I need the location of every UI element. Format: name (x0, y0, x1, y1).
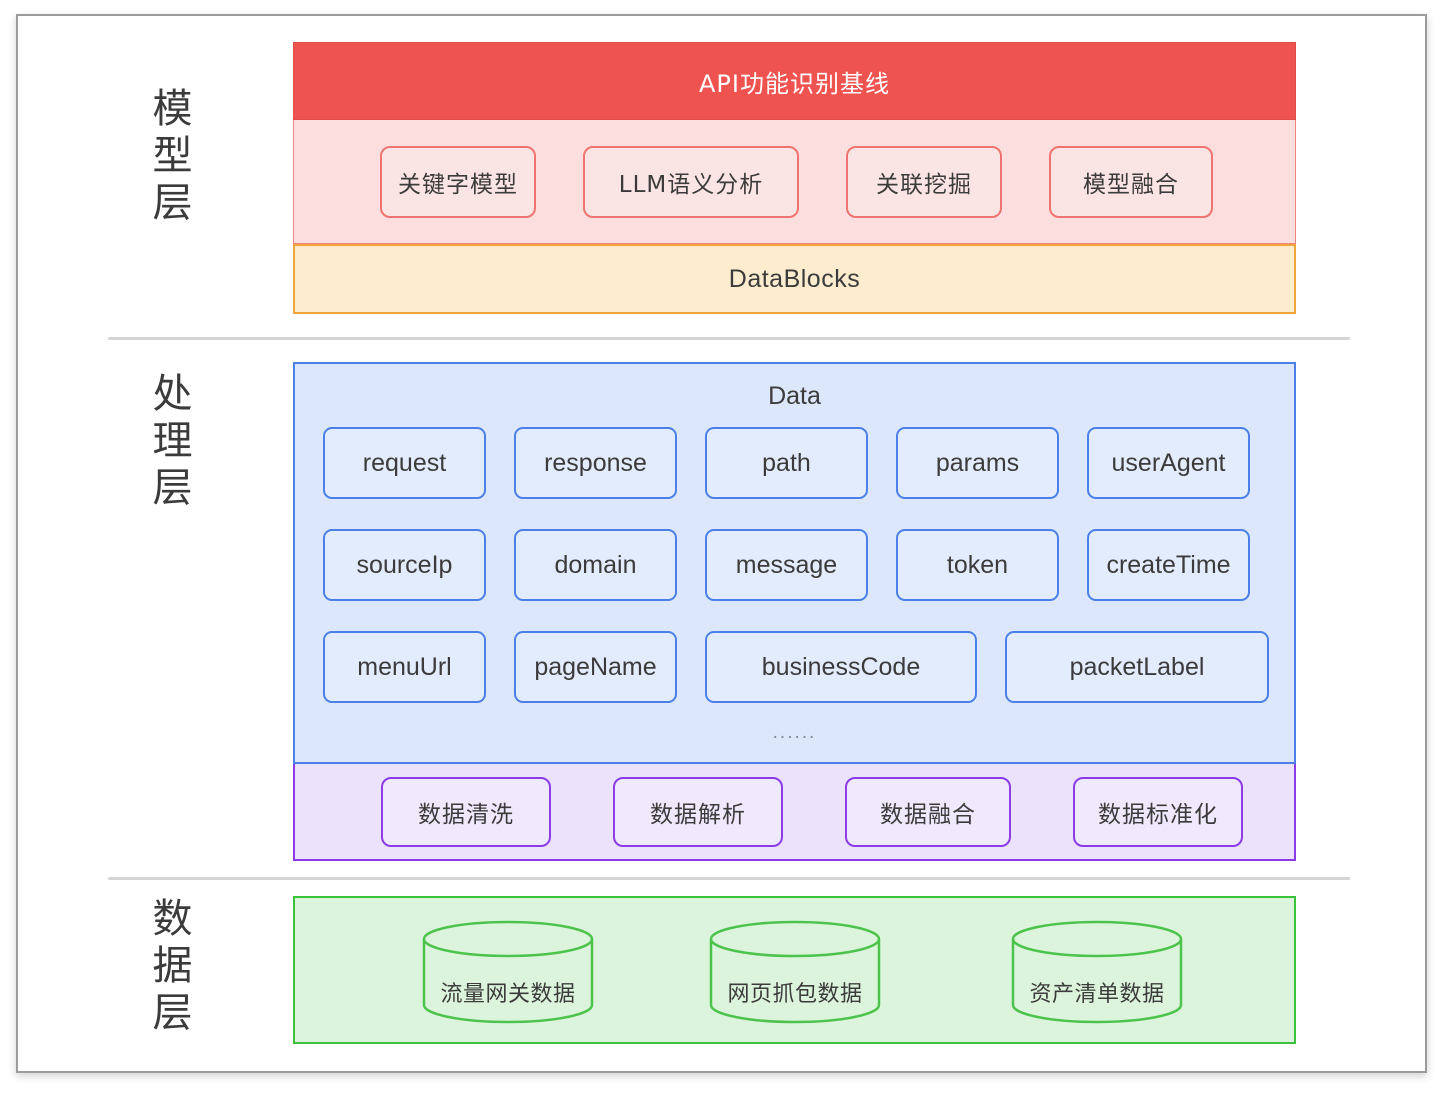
data-field-useragent[interactable]: userAgent (1087, 427, 1250, 499)
layer-label-processing-char-1: 处 (152, 371, 194, 417)
model-chip-association-mining[interactable]: 关联挖掘 (846, 145, 1002, 218)
processing-pipeline-band: 数据清洗 数据解析 数据融合 数据标准化 (293, 764, 1296, 861)
data-field-createtime-label: createTime (1106, 550, 1231, 579)
data-field-params[interactable]: params (896, 427, 1059, 499)
model-chip-keyword[interactable]: 关键字模型 (380, 145, 536, 218)
data-field-packetlabel[interactable]: packetLabel (1005, 631, 1269, 703)
data-field-params-label: params (935, 448, 1020, 477)
database-cylinder-icon (709, 920, 881, 1024)
data-field-businesscode-label: businessCode (761, 652, 921, 681)
model-chip-model-fusion-label: 模型融合 (1083, 171, 1179, 198)
model-chip-llm-semantic[interactable]: LLM语义分析 (583, 145, 799, 218)
data-field-pagename-label: pageName (534, 652, 657, 681)
layer-label-model: 模 型 层 (128, 86, 218, 228)
api-baseline-banner: API功能识别基线 (293, 42, 1296, 120)
data-field-domain[interactable]: domain (514, 529, 677, 601)
section-divider-model-processing (108, 337, 1350, 340)
data-field-createtime[interactable]: createTime (1087, 529, 1250, 601)
datablocks-banner: DataBlocks (293, 244, 1296, 314)
layer-label-processing-char-3: 层 (152, 465, 194, 512)
data-field-packetlabel-label: packetLabel (1069, 652, 1205, 681)
model-methods-band: 关键字模型 LLM语义分析 关联挖掘 模型融合 (293, 120, 1296, 244)
datablocks-label: DataBlocks (728, 264, 861, 293)
data-field-menuurl-label: menuUrl (357, 652, 452, 681)
api-baseline-title: API功能识别基线 (699, 69, 890, 98)
model-chip-model-fusion[interactable]: 模型融合 (1049, 145, 1213, 218)
data-source-asset-inventory-label: 资产清单数据 (1029, 982, 1165, 1007)
layer-label-data-char-1: 数 (152, 896, 194, 942)
pipeline-chip-data-fusion[interactable]: 数据融合 (845, 776, 1011, 847)
pipeline-chip-data-standardization-label: 数据标准化 (1098, 801, 1218, 828)
pipeline-chip-data-cleaning[interactable]: 数据清洗 (381, 776, 551, 847)
data-field-token-label: token (946, 550, 1009, 579)
pipeline-chip-data-cleaning-label: 数据清洗 (418, 801, 514, 828)
layer-label-model-char-2: 型 (152, 133, 194, 180)
data-fields-ellipsis: ...... (772, 722, 817, 743)
data-field-useragent-label: userAgent (1111, 448, 1226, 477)
layer-label-model-char-1: 模 (152, 86, 194, 132)
data-field-request[interactable]: request (323, 427, 486, 499)
diagram-frame: 模 型 层 处 理 层 数 据 层 API功能识别基线 关键字模型 (16, 14, 1427, 1073)
pipeline-chip-data-parsing-label: 数据解析 (650, 801, 746, 828)
data-field-pagename[interactable]: pageName (514, 631, 677, 703)
model-chip-llm-semantic-label: LLM语义分析 (618, 171, 764, 198)
data-field-menuurl[interactable]: menuUrl (323, 631, 486, 703)
model-chip-keyword-label: 关键字模型 (398, 171, 518, 198)
layer-label-data-char-3: 层 (152, 990, 194, 1037)
data-source-traffic-gateway[interactable]: 流量网关数据 (418, 920, 598, 1024)
data-sources-panel: 流量网关数据 网页抓包数据 资产清单数据 (293, 896, 1296, 1044)
layer-label-data: 数 据 层 (128, 896, 218, 1038)
data-field-path-label: path (762, 448, 811, 477)
layer-label-processing: 处 理 层 (128, 371, 218, 513)
data-field-response-label: response (544, 448, 647, 477)
data-field-request-label: request (362, 448, 447, 477)
database-cylinder-icon (1011, 920, 1183, 1024)
processing-layer-group: Data request response path params (293, 362, 1296, 861)
pipeline-chip-data-parsing[interactable]: 数据解析 (613, 776, 783, 847)
data-field-path[interactable]: path (705, 427, 868, 499)
section-divider-processing-data (108, 877, 1350, 880)
pipeline-chip-data-standardization[interactable]: 数据标准化 (1073, 776, 1243, 847)
data-field-row-1: request response path params userAgent (323, 427, 1270, 499)
pipeline-chip-data-fusion-label: 数据融合 (880, 801, 976, 828)
data-field-domain-label: domain (554, 550, 637, 579)
data-source-traffic-gateway-label: 流量网关数据 (440, 982, 576, 1007)
data-field-row-3: menuUrl pageName businessCode packetLabe… (323, 631, 1270, 703)
database-cylinder-icon (422, 920, 594, 1024)
data-source-asset-inventory[interactable]: 资产清单数据 (1007, 920, 1187, 1024)
data-field-message[interactable]: message (705, 529, 868, 601)
data-field-sourceip[interactable]: sourceIp (323, 529, 486, 601)
data-source-web-capture[interactable]: 网页抓包数据 (705, 920, 885, 1024)
model-chip-association-mining-label: 关联挖掘 (876, 171, 972, 198)
data-field-message-label: message (735, 550, 838, 579)
data-field-businesscode[interactable]: businessCode (705, 631, 977, 703)
data-field-sourceip-label: sourceIp (356, 550, 453, 579)
layer-label-model-char-3: 层 (152, 180, 194, 227)
data-field-token[interactable]: token (896, 529, 1059, 601)
data-panel-title: Data (768, 382, 821, 410)
data-fields-panel: Data request response path params (293, 362, 1296, 764)
layer-label-data-char-2: 据 (152, 943, 194, 990)
data-field-response[interactable]: response (514, 427, 677, 499)
data-source-web-capture-label: 网页抓包数据 (727, 982, 863, 1007)
data-field-row-2: sourceIp domain message token createTime (323, 529, 1270, 601)
layer-label-processing-char-2: 理 (152, 418, 194, 465)
model-layer-group: API功能识别基线 关键字模型 LLM语义分析 关联挖掘 模型融合 DataBl… (293, 42, 1296, 314)
